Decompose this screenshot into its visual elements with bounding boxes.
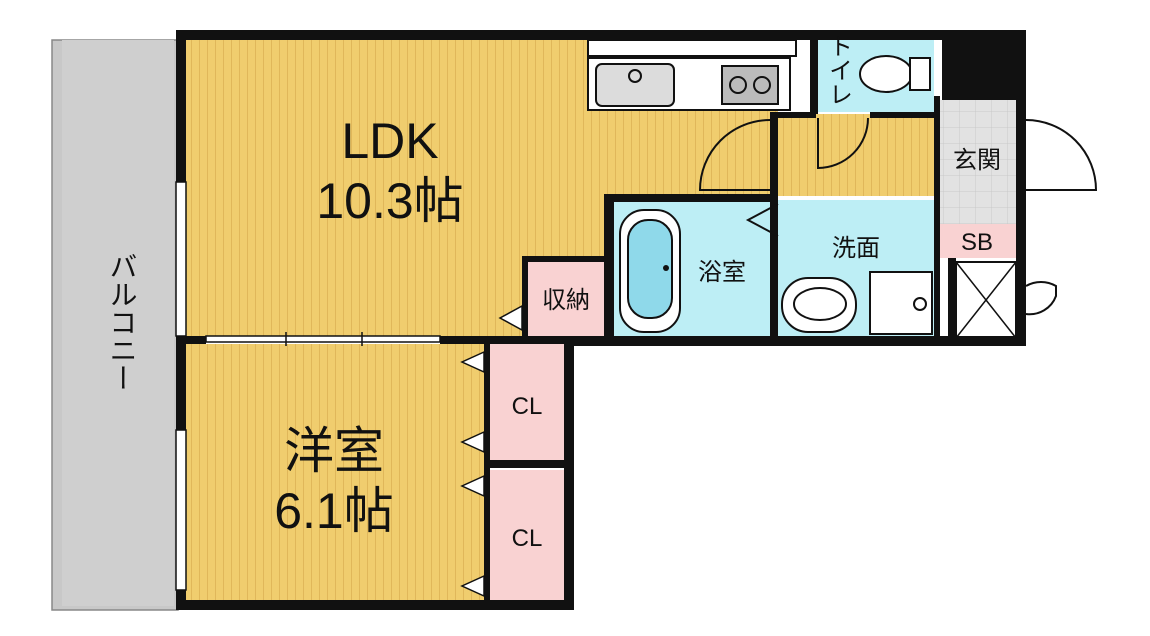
bathtub-icon bbox=[619, 209, 681, 333]
washbasin-icon bbox=[781, 277, 857, 333]
storage-label: 収納 bbox=[542, 287, 590, 314]
closet1-floor bbox=[490, 344, 564, 462]
western-name: 洋室 bbox=[284, 423, 384, 479]
entrance-label: 玄関 bbox=[953, 147, 1001, 174]
hall-floor bbox=[778, 114, 934, 196]
sliding-partition bbox=[205, 332, 441, 346]
closet2-floor bbox=[490, 470, 564, 604]
toilet-label: トイレ bbox=[825, 34, 852, 106]
western-size: 6.1帖 bbox=[274, 483, 394, 539]
entrance-floor bbox=[938, 100, 1016, 224]
balcony-windows bbox=[175, 181, 187, 591]
closet2-label: CL bbox=[512, 525, 543, 552]
bath-label: 浴室 bbox=[698, 259, 746, 286]
ldk-size: 10.3帖 bbox=[316, 173, 463, 229]
shoebox-label: SB bbox=[961, 229, 993, 256]
western-floor bbox=[184, 344, 484, 606]
balcony-label: バルコニー bbox=[107, 252, 138, 392]
washer-pan-icon bbox=[869, 271, 933, 335]
toilet-bowl-icon bbox=[859, 55, 931, 93]
walls bbox=[176, 30, 1026, 610]
stove-icon bbox=[721, 65, 779, 105]
balcony bbox=[51, 39, 179, 611]
sink-icon bbox=[595, 63, 675, 107]
washroom-label: 洗面 bbox=[832, 235, 880, 262]
shoebox-floor bbox=[938, 224, 1016, 258]
ldk-name: LDK bbox=[341, 113, 438, 169]
closet1-label: CL bbox=[512, 393, 543, 420]
storage-floor bbox=[528, 262, 604, 336]
closet-door-markers bbox=[460, 304, 523, 598]
door-swings bbox=[698, 117, 1098, 316]
kitchen-counter bbox=[587, 39, 797, 111]
